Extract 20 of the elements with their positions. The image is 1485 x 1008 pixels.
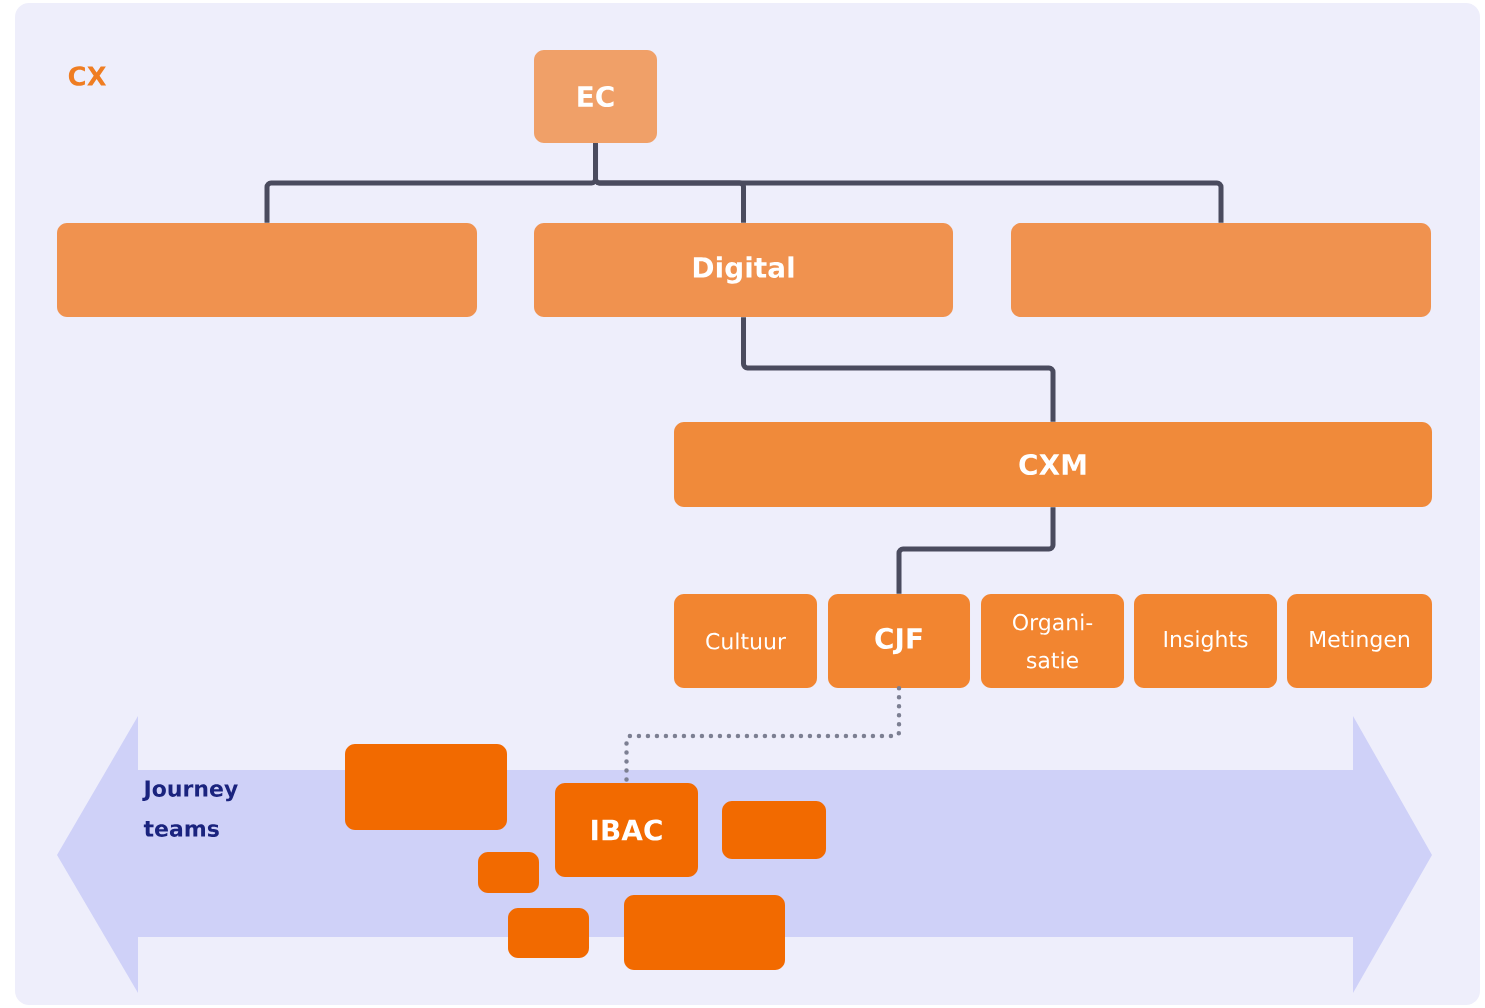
connector-line (741, 317, 1056, 422)
team-box: Organi- satie (981, 594, 1124, 688)
team-box (478, 852, 539, 893)
team-box: Metingen (1287, 594, 1432, 688)
title: CX (68, 66, 107, 86)
org-box (1011, 223, 1431, 317)
org-box: CXM (674, 422, 1432, 507)
team-box (508, 908, 589, 958)
team-box: Cultuur (674, 594, 817, 688)
team-box (722, 801, 826, 859)
org-box (57, 223, 477, 317)
team-box: CJF (828, 594, 970, 688)
connector-line (593, 143, 1224, 223)
connector-line (896, 507, 1056, 594)
team-box: IBAC (555, 783, 698, 877)
org-box: Digital (534, 223, 953, 317)
team-box (624, 895, 785, 970)
team-box (345, 744, 507, 830)
team-box: Insights (1134, 594, 1277, 688)
org-box: EC (534, 50, 657, 143)
